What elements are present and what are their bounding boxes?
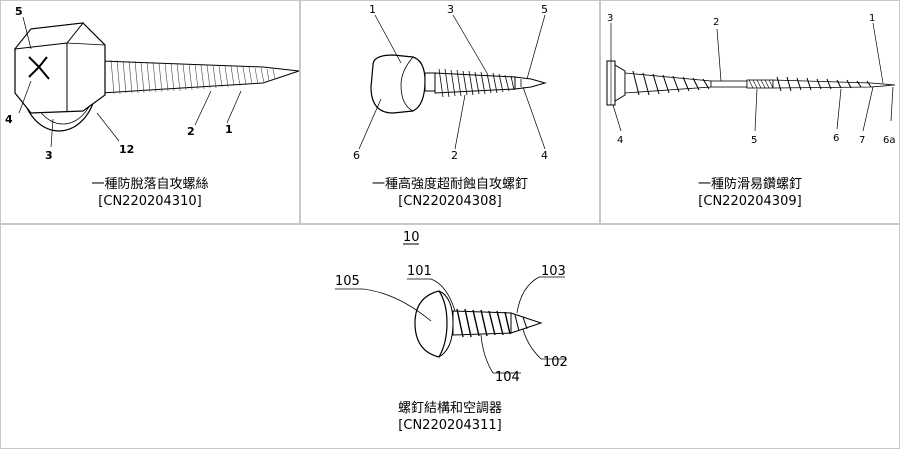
label-12: 12 [119,143,134,156]
panel-2-caption: 一種高強度超耐蝕自攻螺釘 [CN220204308] [301,176,599,210]
panel-anti-slip-screw: 3 2 1 4 5 6 7 6a 一種防滑易鑽螺釘 [CN220204309] [600,0,900,224]
label-3: 3 [447,3,454,16]
panel-3-patent-number: [CN220204309] [601,193,899,210]
label-1: 1 [369,3,376,16]
label-4: 4 [5,113,13,126]
label-5: 5 [751,135,757,146]
label-2: 2 [451,149,458,161]
label-5: 5 [15,5,23,18]
label-104: 104 [495,370,520,385]
figure-number: 10 [403,230,420,245]
screw-drawing-1: 5 4 3 12 2 1 [1,1,301,161]
label-2: 2 [713,17,719,28]
label-6: 6 [353,149,360,161]
panel-3-caption: 一種防滑易鑽螺釘 [CN220204309] [601,176,899,210]
screw-drawing-3: 3 2 1 4 5 6 7 6a [601,1,900,161]
label-6: 6 [833,133,839,144]
label-7: 7 [859,135,865,146]
panel-4-caption: 螺釘結構和空調器 [CN220204311] [1,400,899,434]
panel-high-strength-screw: 1 3 5 6 2 4 一種高強度超耐蝕自攻螺釘 [CN220204308] [300,0,600,224]
panel-4-patent-number: [CN220204311] [1,417,899,434]
screw-drawing-2: 1 3 5 6 2 4 [301,1,601,161]
panel-screw-structure-air-conditioner: 10 105 101 103 102 [0,224,900,449]
label-3: 3 [45,149,53,161]
panel-1-patent-number: [CN220204310] [1,193,299,210]
label-2: 2 [187,125,195,138]
panel-3-title: 一種防滑易鑽螺釘 [601,176,899,193]
label-102: 102 [543,355,568,370]
label-6a: 6a [883,135,896,146]
panel-4-title: 螺釘結構和空調器 [1,400,899,417]
panel-2-patent-number: [CN220204308] [301,193,599,210]
label-101: 101 [407,264,432,279]
label-5: 5 [541,3,548,16]
label-103: 103 [541,264,566,279]
screw-drawing-4: 10 105 101 103 102 [1,225,900,385]
panel-2-title: 一種高強度超耐蝕自攻螺釘 [301,176,599,193]
label-1: 1 [225,123,233,136]
label-4: 4 [617,135,623,146]
label-4: 4 [541,149,548,161]
label-105: 105 [335,274,360,289]
panel-1-caption: 一種防脫落自攻螺絲 [CN220204310] [1,176,299,210]
label-3: 3 [607,13,613,24]
label-1: 1 [869,13,875,24]
panel-anti-loosening-screw: 5 4 3 12 2 1 一種防脫落自攻螺絲 [CN220204310] [0,0,300,224]
panel-1-title: 一種防脫落自攻螺絲 [1,176,299,193]
